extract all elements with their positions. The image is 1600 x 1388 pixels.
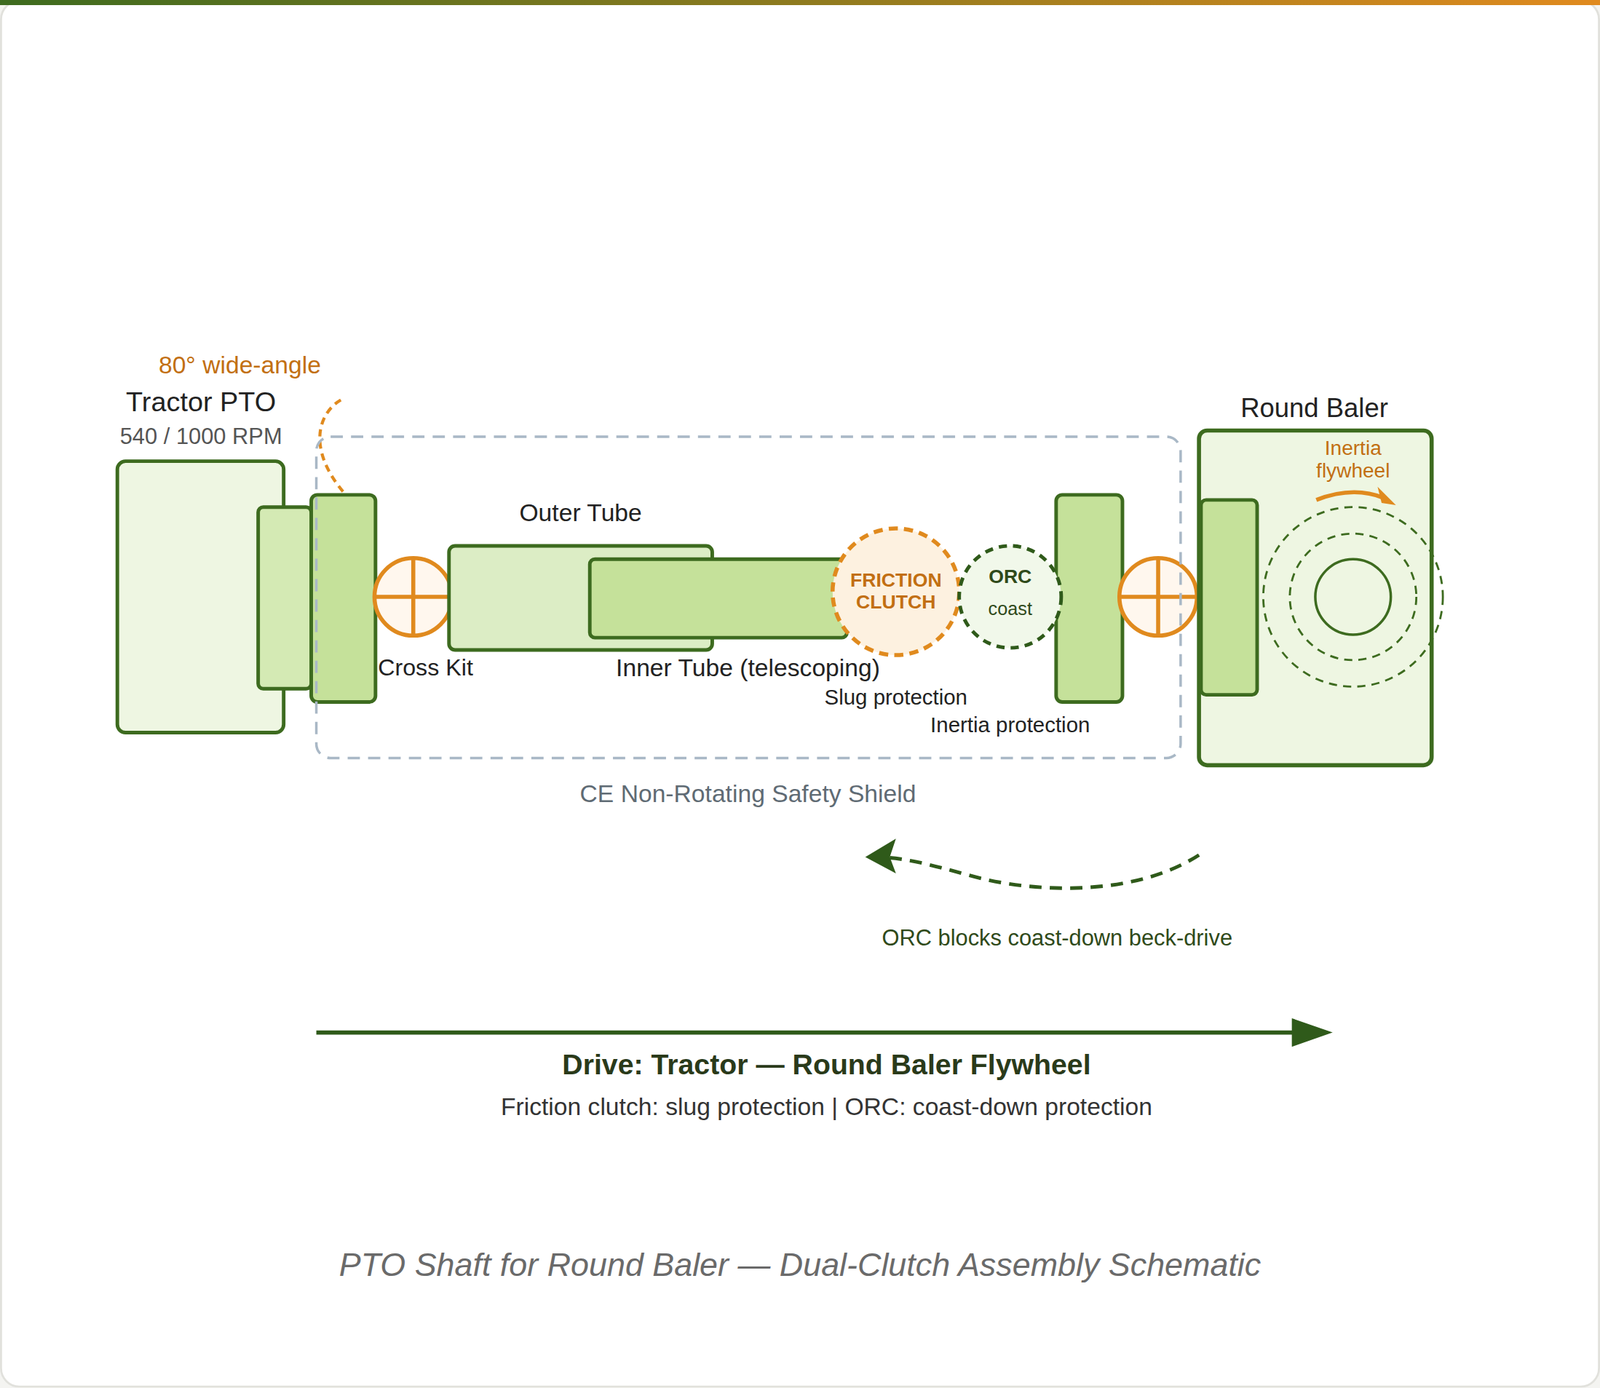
part-label: Inertia flywheel [1302, 436, 1405, 482]
angle-label: 80° wide-angle [158, 351, 322, 379]
part-label: Inner Tube (telescoping) [615, 655, 881, 683]
safety-shield-outline [316, 436, 1181, 759]
top-bar [0, 0, 1600, 6]
label-slot: Friction clutch: slug protection | ORC: … [500, 1093, 1153, 1121]
part-label: Outer Tube [519, 500, 642, 528]
overrunning-clutch: ORCcoastInertia protection [959, 545, 1062, 648]
flywheel-hub [1315, 559, 1392, 635]
input-shaft-housing [1201, 500, 1258, 696]
note-label: ORC blocks coast-down beck-drive [881, 926, 1233, 952]
shape-label: FRICTION CLUTCH [842, 570, 950, 614]
text-slot: FRICTION CLUTCH [842, 570, 950, 614]
part-label: Round Baler [1240, 393, 1389, 423]
inner-tube-outline [589, 559, 847, 638]
flywheel-ring [1262, 507, 1443, 688]
baler-yoke [1056, 494, 1123, 703]
cross-kit-shape [374, 558, 453, 637]
shape-label: ORC [988, 567, 1032, 589]
leader-line [319, 400, 345, 495]
part-label: Inertia protection [930, 712, 1090, 736]
overrunning-clutch-shape [959, 545, 1062, 648]
text-slot: Tractor PTO [125, 387, 276, 419]
text-slot: Cross Kit [377, 655, 474, 681]
arrow-head [1292, 1018, 1333, 1047]
text-slot: coast [988, 599, 1033, 621]
drive-subtitle: Friction clutch: slug protection | ORC: … [500, 1093, 1153, 1121]
text-slot: ORC [988, 567, 1032, 589]
inner-tube-shape [589, 559, 847, 638]
cross-kit-symbol [1119, 558, 1198, 637]
friction-clutch: FRICTION CLUTCHSlug protection [834, 530, 958, 653]
tractor-box-shape [117, 461, 284, 734]
inner-tube: Inner Tube (telescoping) [589, 559, 847, 638]
flywheel-shape [1262, 507, 1443, 688]
text-slot: CE Non-Rotating Safety Shield [580, 780, 917, 808]
arrow-head [865, 838, 897, 874]
safety-shield: Cross Kit Outer TubeInner Tube (telescopi… [316, 436, 1181, 759]
text-slot: Slug protection [824, 684, 968, 709]
arrow-head [1377, 486, 1396, 506]
round-baler: Inertia flywheelRound Baler [1198, 430, 1432, 766]
coast-down-arrow [873, 855, 1199, 889]
cross-kit: Cross Kit [374, 558, 453, 637]
drive-heading: Drive: Tractor — Round Baler Flywheel [561, 1049, 1091, 1081]
text-slot: Inner Tube (telescoping) [615, 655, 881, 683]
part-label: Slug protection [824, 684, 968, 709]
part-label: Tractor PTO [125, 387, 276, 419]
text-slot: 540 / 1000 RPM [120, 424, 283, 450]
flywheel: Inertia flywheel [1262, 507, 1443, 688]
part-label: 540 / 1000 RPM [120, 424, 283, 450]
caption: PTO Shaft for Round Baler — Dual-Clutch … [339, 1247, 1261, 1284]
label-slot: ORC blocks coast-down beck-drive [881, 926, 1233, 952]
rotation-arrow [1316, 492, 1384, 501]
part-label: Cross Kit [377, 655, 474, 681]
tractor-box: Tractor PTO540 / 1000 RPM [117, 461, 284, 734]
caption-slot: PTO Shaft for Round Baler — Dual-Clutch … [339, 1247, 1261, 1284]
pto-stub [258, 507, 312, 690]
part-label: CE Non-Rotating Safety Shield [580, 780, 917, 808]
friction-clutch-outline [832, 528, 960, 656]
overrunning-clutch-outline [959, 545, 1062, 648]
cross-kit-outline [374, 558, 453, 637]
drive-arrow [316, 1030, 1307, 1036]
round-baler-outline [1198, 430, 1432, 766]
text-slot: Outer Tube [519, 500, 642, 528]
flywheel-ring [1289, 533, 1417, 661]
shape-label: coast [988, 599, 1033, 621]
tractor-yoke [311, 494, 376, 703]
cross-line [411, 558, 416, 637]
text-slot: Inertia flywheel [1302, 436, 1405, 482]
text-slot: Inertia protection [930, 712, 1090, 736]
label-slot: Drive: Tractor — Round Baler Flywheel [561, 1049, 1091, 1081]
label-slot: 80° wide-angle [158, 351, 322, 379]
text-slot: Round Baler [1240, 393, 1389, 423]
